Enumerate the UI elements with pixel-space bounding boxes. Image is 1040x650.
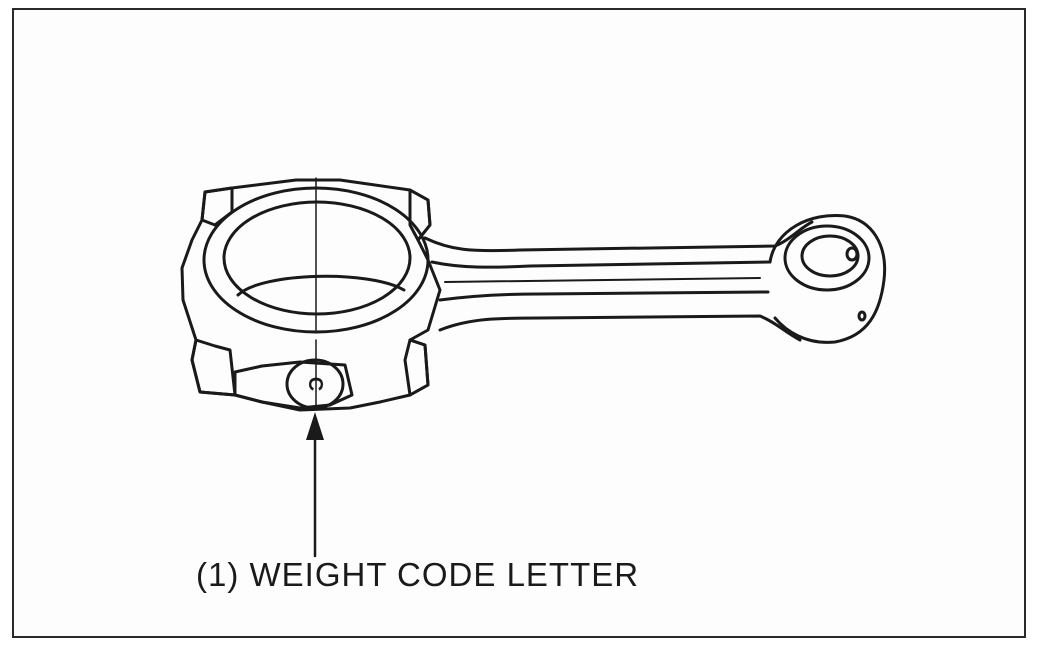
right-bolt-boss-bottom	[403, 338, 430, 397]
left-bolt-boss-top	[200, 186, 234, 227]
beam-bottom-edge	[438, 314, 802, 342]
figure-frame	[12, 8, 1026, 638]
beam-rib-mid	[444, 277, 761, 283]
bore-shadow-edge	[236, 274, 406, 297]
beam-top-edge	[423, 220, 814, 253]
big-end-bore-inner	[222, 200, 412, 316]
beam-web-lower	[438, 290, 770, 302]
oil-hole	[845, 246, 859, 262]
weight-code-letter: C	[304, 377, 326, 391]
small-end-bore-outer	[783, 224, 871, 292]
beam-web-upper	[430, 260, 772, 269]
left-bolt-boss-bottom	[190, 338, 237, 397]
callout-label: (1) WEIGHT CODE LETTER	[196, 556, 640, 593]
small-end-side-hole	[857, 310, 867, 322]
small-end-bore-inner	[800, 234, 860, 278]
weight-code-boss	[285, 358, 345, 410]
callout-arrowhead	[306, 412, 324, 440]
weight-code-pad	[233, 360, 354, 410]
small-end-outline	[768, 213, 887, 344]
